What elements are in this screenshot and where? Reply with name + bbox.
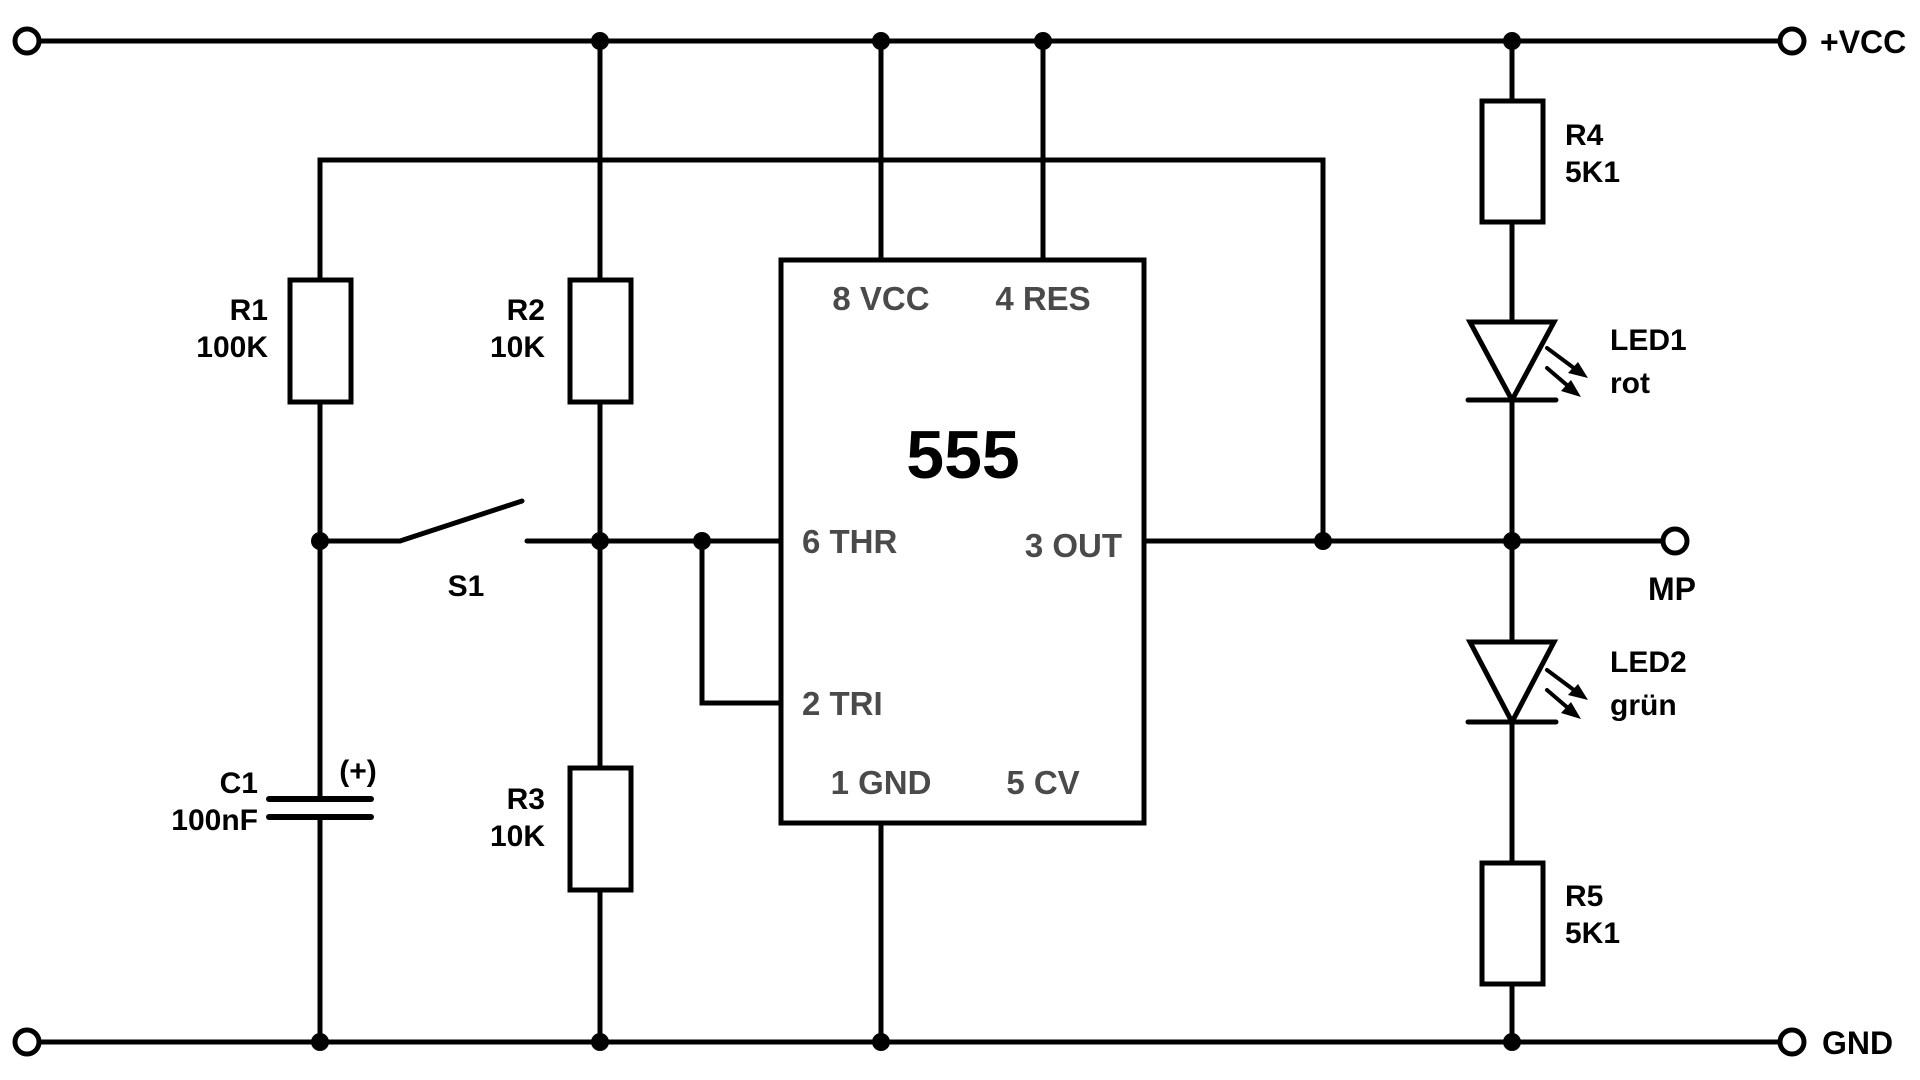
junction-dot xyxy=(1503,32,1521,50)
light-arrows-icon xyxy=(1545,346,1588,397)
terminal-gnd-left xyxy=(12,1027,42,1057)
label-led2-ref: LED2 xyxy=(1610,646,1687,679)
label-r2-value: 10K xyxy=(490,331,545,364)
terminals xyxy=(12,26,1807,1057)
s1-lever xyxy=(397,498,525,544)
ic-555-body xyxy=(778,257,1147,826)
label-r1-ref: R1 xyxy=(230,294,268,327)
label-c1-value: 100nF xyxy=(171,804,258,837)
net-label-gnd: GND xyxy=(1822,1025,1893,1061)
terminal-vcc-right xyxy=(1777,26,1807,56)
resistor-r3 xyxy=(567,765,634,893)
ic-pin-4-res: 4 RES xyxy=(995,280,1090,317)
junction-dot xyxy=(591,1033,609,1051)
ic-pin-2-tri: 2 TRI xyxy=(802,685,883,722)
ic-pin-1-gnd: 1 GND xyxy=(831,764,932,801)
feedback-wire xyxy=(317,157,1326,544)
junctions xyxy=(311,32,1521,1051)
label-led1-color: rot xyxy=(1610,367,1650,400)
label-r4-value: 5K1 xyxy=(1565,156,1620,189)
junction-dot xyxy=(1503,532,1521,550)
junction-dot xyxy=(872,32,890,50)
label-led1-ref: LED1 xyxy=(1610,324,1687,357)
label-r1-value: 100K xyxy=(196,331,268,364)
capacitor-c1 xyxy=(266,796,374,820)
resistor-r1 xyxy=(287,277,354,405)
label-r5-value: 5K1 xyxy=(1565,917,1620,950)
junction-dot xyxy=(591,32,609,50)
led1-symbol xyxy=(1465,319,1588,406)
label-r3-ref: R3 xyxy=(507,783,545,816)
terminal-vcc-left xyxy=(12,26,42,56)
ic-pin-6-thr: 6 THR xyxy=(802,523,898,560)
junction-dot xyxy=(872,1033,890,1051)
junction-dot xyxy=(311,532,329,550)
resistor-r2 xyxy=(567,277,634,405)
resistor-r5 xyxy=(1479,860,1546,987)
label-r4-ref: R4 xyxy=(1565,119,1604,152)
label-r5-ref: R5 xyxy=(1565,880,1603,913)
terminal-gnd-right xyxy=(1777,1027,1807,1057)
terminal-mp xyxy=(1660,526,1690,556)
ic-pin-8-vcc: 8 VCC xyxy=(832,280,929,317)
junction-dot xyxy=(1503,1033,1521,1051)
junction-dot xyxy=(1314,532,1332,550)
junction-dot xyxy=(591,532,609,550)
junction-dot xyxy=(1034,32,1052,50)
label-c1-ref: C1 xyxy=(220,767,258,800)
led2-symbol xyxy=(1465,639,1588,728)
junction-dot xyxy=(311,1033,329,1051)
net-label-mp: MP xyxy=(1648,571,1696,607)
junction-dot xyxy=(693,532,711,550)
net-label-vcc: +VCC xyxy=(1820,24,1906,60)
label-s1-ref: S1 xyxy=(448,570,485,603)
ic-pin-5-cv: 5 CV xyxy=(1006,764,1079,801)
label-r2-ref: R2 xyxy=(507,294,545,327)
label-led2-color: grün xyxy=(1610,689,1677,722)
label-r3-value: 10K xyxy=(490,820,545,853)
resistor-r4 xyxy=(1479,98,1546,225)
light-arrows-icon xyxy=(1545,668,1588,719)
ic-pin-3-out: 3 OUT xyxy=(1025,527,1122,564)
tri-wire xyxy=(699,538,784,706)
label-c1-polarity: (+) xyxy=(339,755,377,788)
ic-name: 555 xyxy=(906,417,1019,493)
